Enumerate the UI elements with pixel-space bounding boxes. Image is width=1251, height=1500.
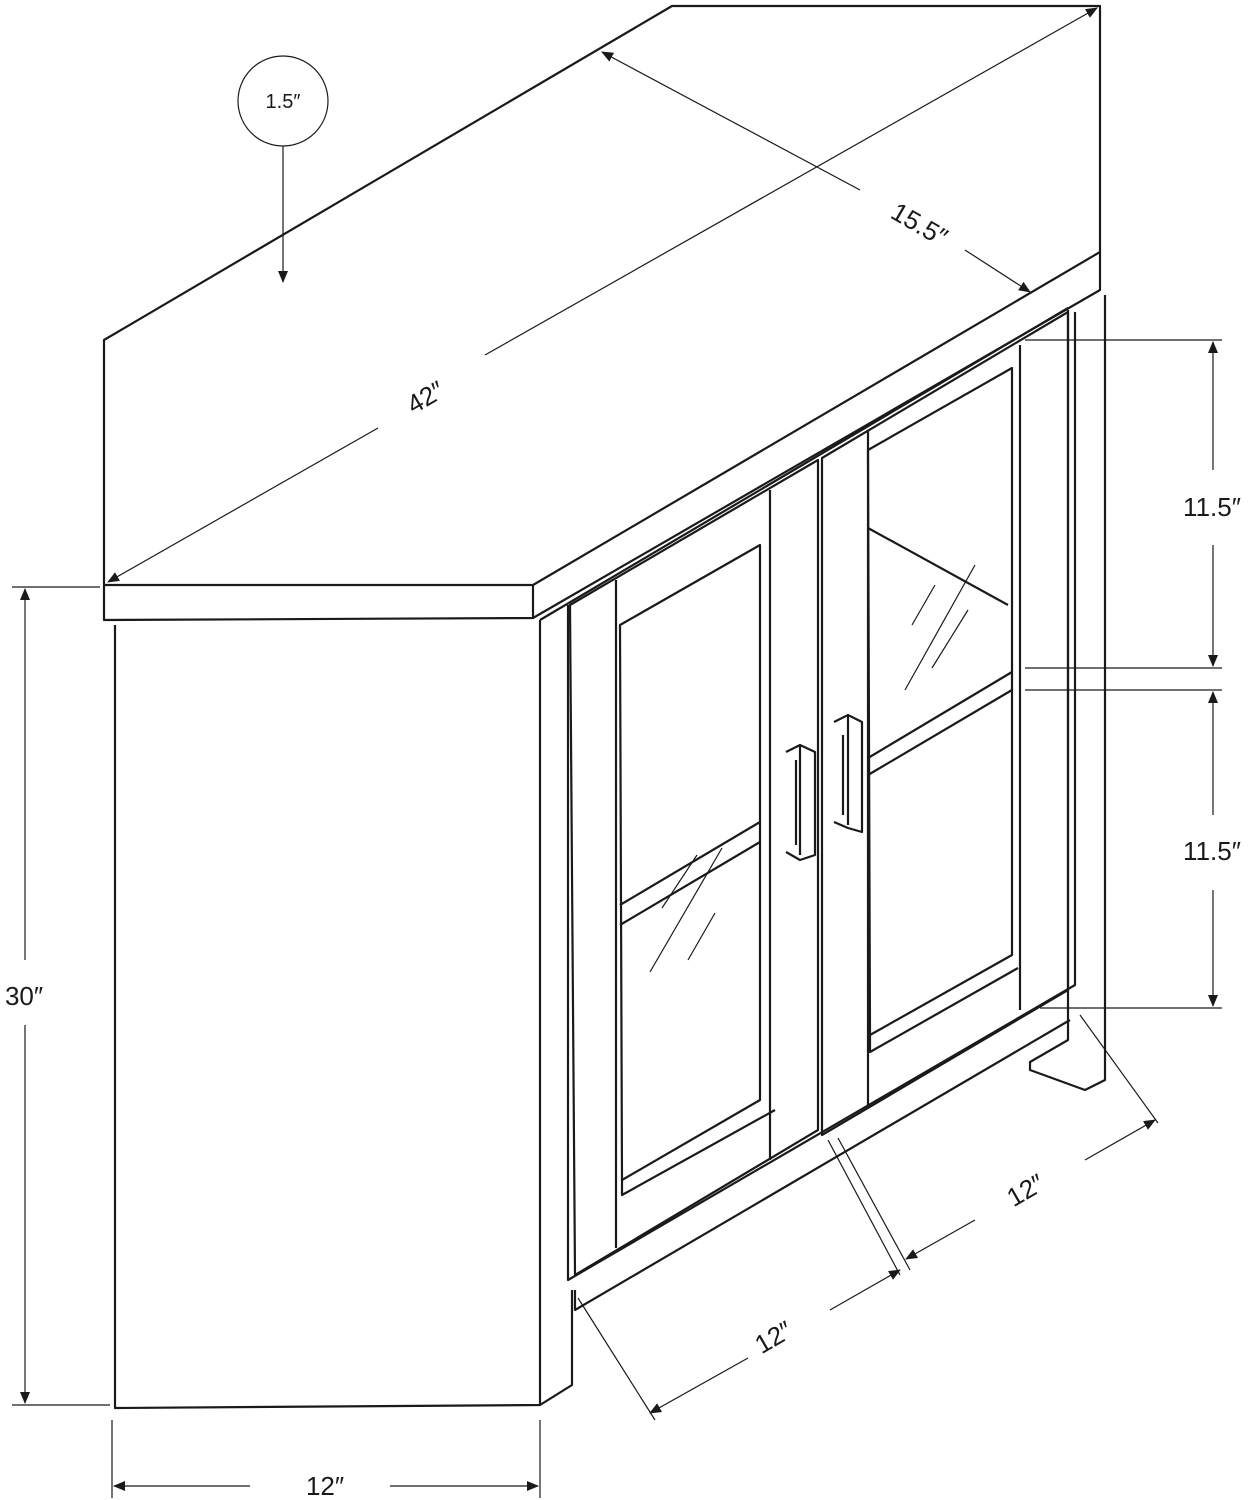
door-handles — [785, 713, 864, 862]
height-label: 30″ — [5, 981, 43, 1011]
side-width-label: 12″ — [306, 1471, 344, 1500]
depth-dimension: 15.5″ — [601, 51, 1031, 293]
top-thickness-label: 1.5″ — [266, 91, 301, 113]
right-glass-door — [820, 310, 1070, 1137]
cabinet-side-panel — [113, 620, 574, 1410]
front-left-label: 12″ — [749, 1315, 797, 1360]
shelf-lower-label: 11.5″ — [1183, 836, 1241, 866]
cabinet-top — [102, 4, 1102, 622]
width-label: 42″ — [401, 375, 449, 420]
top-thickness-callout: 1.5″ — [237, 55, 329, 283]
height-dimension: 30″ — [5, 586, 110, 1406]
left-glass-door — [568, 458, 820, 1277]
side-width-dimension: 12″ — [111, 1420, 541, 1500]
shelf-height-dimensions: 11.5″ 11.5″ — [1025, 339, 1241, 1009]
width-dimension: 42″ — [107, 7, 1098, 583]
depth-label: 15.5″ — [886, 196, 953, 252]
cabinet-front-frame — [539, 295, 1107, 1312]
shelf-upper-label: 11.5″ — [1183, 492, 1241, 522]
front-right-label: 12″ — [1001, 1168, 1049, 1213]
